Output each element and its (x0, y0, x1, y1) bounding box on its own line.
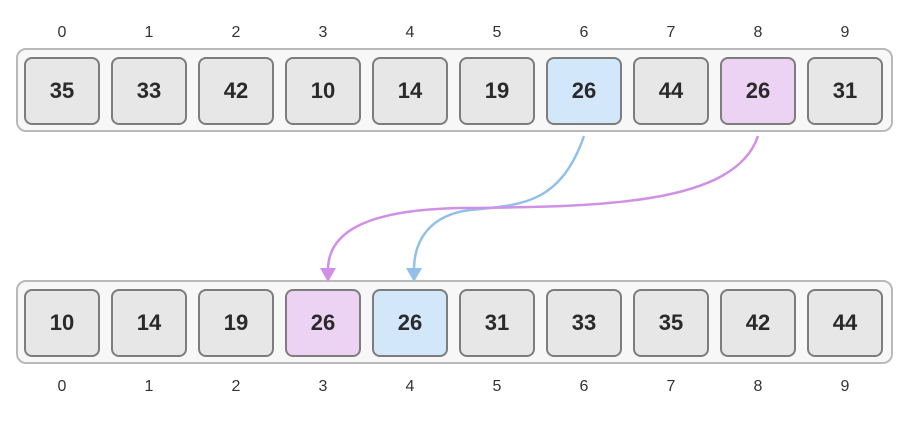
arrow-blue (412, 135, 586, 271)
bottom-index: 7 (666, 378, 676, 395)
bottom-index-row: 0 1 2 3 4 5 6 7 8 9 (24, 378, 884, 398)
bottom-index: 9 (840, 378, 850, 395)
top-index: 3 (318, 24, 328, 41)
sorted-array: 10 14 19 26 26 31 33 35 42 44 (16, 280, 893, 364)
array-cell: 35 (633, 289, 709, 357)
array-cell: 14 (111, 289, 187, 357)
array-cell: 19 (459, 57, 535, 125)
array-cell: 26 (720, 57, 796, 125)
top-index-row: 0 1 2 3 4 5 6 7 8 9 (24, 24, 884, 44)
array-cell: 33 (111, 57, 187, 125)
bottom-index: 8 (753, 378, 763, 395)
bottom-index: 2 (231, 378, 241, 395)
array-cell: 31 (807, 57, 883, 125)
top-index: 1 (144, 24, 154, 41)
bottom-index: 1 (144, 378, 154, 395)
top-index: 9 (840, 24, 850, 41)
array-cell: 31 (459, 289, 535, 357)
top-index: 5 (492, 24, 502, 41)
bottom-index: 6 (579, 378, 589, 395)
top-index: 0 (57, 24, 67, 41)
bottom-index: 4 (405, 378, 415, 395)
array-cell: 42 (720, 289, 796, 357)
bottom-index: 3 (318, 378, 328, 395)
array-cell: 44 (807, 289, 883, 357)
top-index: 6 (579, 24, 589, 41)
array-cell: 19 (198, 289, 274, 357)
array-cell: 14 (372, 57, 448, 125)
array-cell: 35 (24, 57, 100, 125)
array-cell: 10 (24, 289, 100, 357)
arrow-pink (326, 135, 760, 271)
array-cell: 33 (546, 289, 622, 357)
top-index: 2 (231, 24, 241, 41)
array-cell: 10 (285, 57, 361, 125)
top-index: 8 (753, 24, 763, 41)
array-cell: 42 (198, 57, 274, 125)
bottom-index: 0 (57, 378, 67, 395)
array-cell: 26 (546, 57, 622, 125)
top-index: 7 (666, 24, 676, 41)
array-cell: 44 (633, 57, 709, 125)
array-cell: 26 (285, 289, 361, 357)
unsorted-array: 35 33 42 10 14 19 26 44 26 31 (16, 48, 893, 132)
bottom-index: 5 (492, 378, 502, 395)
array-cell: 26 (372, 289, 448, 357)
top-index: 4 (405, 24, 415, 41)
